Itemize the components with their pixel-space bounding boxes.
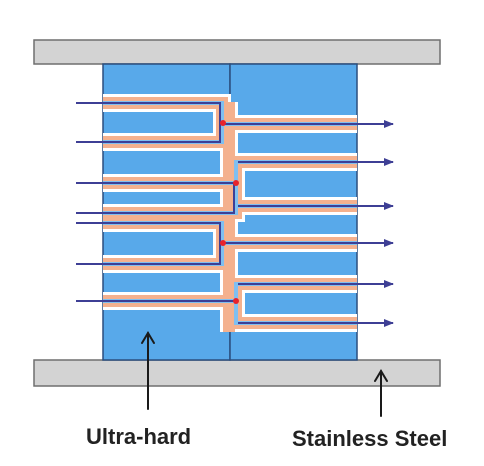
arrow-up-icon [141,331,155,410]
inlet-flow-3 [76,222,221,265]
junction-dot [233,180,239,186]
junction-dot [233,298,239,304]
inlet-flow-2 [76,182,235,214]
junction-points [220,120,239,304]
junction-dot [220,120,226,126]
junction-dot [220,240,226,246]
flow-lines [76,102,394,327]
top-plate [33,39,441,65]
arrow-up-icon [374,369,388,417]
bottom-plate [33,359,441,387]
ultra-hard-label: Ultra-hard [86,424,192,449]
inlet-flow-1 [76,102,221,143]
stainless-steel-label: Stainless Steel [292,426,448,451]
